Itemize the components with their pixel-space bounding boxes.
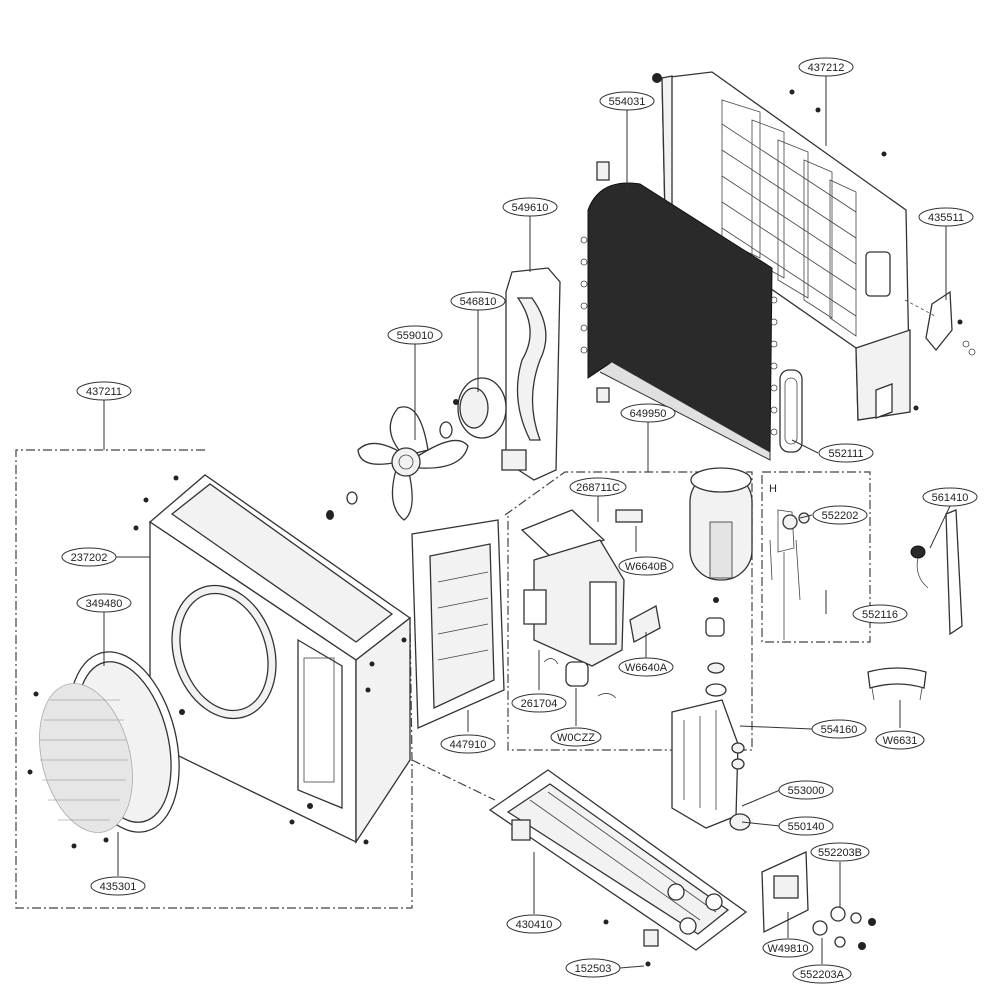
svg-text:152503: 152503 bbox=[575, 963, 612, 975]
valve-group-boundary bbox=[761, 471, 871, 643]
svg-text:559010: 559010 bbox=[397, 330, 434, 342]
callout-552203A: 552203A bbox=[792, 964, 852, 984]
svg-text:430410: 430410 bbox=[516, 919, 553, 931]
callout-W0CZZ: W0CZZ bbox=[550, 727, 602, 747]
callout-649950: 649950 bbox=[620, 403, 676, 423]
motor-bracket bbox=[501, 267, 561, 481]
control-box bbox=[520, 509, 661, 699]
callout-549610: 549610 bbox=[502, 197, 558, 217]
callout-554031: 554031 bbox=[599, 91, 655, 111]
group-boundaries bbox=[15, 449, 871, 909]
callout-559010: 559010 bbox=[387, 325, 443, 345]
svg-text:435301: 435301 bbox=[100, 881, 137, 893]
svg-text:W0CZZ: W0CZZ bbox=[557, 732, 595, 744]
svg-text:561410: 561410 bbox=[932, 492, 969, 504]
base-pan bbox=[488, 769, 748, 951]
callout-561410: 561410 bbox=[922, 487, 978, 507]
svg-text:W6640B: W6640B bbox=[625, 561, 667, 573]
svg-text:237202: 237202 bbox=[71, 552, 108, 564]
control-box-group-boundary bbox=[504, 471, 753, 751]
callout-437212: 437212 bbox=[798, 57, 854, 77]
svg-text:546810: 546810 bbox=[460, 296, 497, 308]
callout-435511: 435511 bbox=[918, 207, 974, 227]
valve-552203A bbox=[812, 920, 866, 950]
callout-554160: 554160 bbox=[811, 719, 867, 739]
svg-text:437211: 437211 bbox=[86, 386, 122, 398]
svg-text:437212: 437212 bbox=[808, 62, 845, 74]
compressor-jacket bbox=[689, 467, 753, 581]
callout-268711C: 268711C bbox=[569, 477, 627, 497]
callout-349480: 349480 bbox=[76, 593, 132, 613]
callout-447910: 447910 bbox=[440, 734, 496, 754]
svg-text:261704: 261704 bbox=[521, 698, 558, 710]
svg-text:553000: 553000 bbox=[788, 785, 825, 797]
valve-552203B bbox=[830, 906, 876, 926]
callout-152503: 152503 bbox=[565, 958, 621, 978]
svg-text:349480: 349480 bbox=[86, 598, 123, 610]
callout-W49810: W49810 bbox=[762, 938, 814, 958]
base-link-dash bbox=[411, 759, 496, 801]
svg-text:649950: 649950 bbox=[630, 408, 667, 420]
callout-552203B: 552203B bbox=[810, 842, 870, 862]
callout-552111: 552111 bbox=[818, 443, 874, 463]
screws bbox=[27, 89, 963, 967]
svg-text:447910: 447910 bbox=[450, 739, 487, 751]
svg-text:552116: 552116 bbox=[862, 609, 898, 621]
callout-435301: 435301 bbox=[90, 876, 146, 896]
callout-W6640A: W6640A bbox=[618, 657, 674, 677]
front-cabinet-group-boundary bbox=[15, 449, 413, 909]
fan-grille-assembly bbox=[39, 651, 180, 833]
svg-text:552202: 552202 bbox=[822, 510, 859, 522]
svg-text:W49810: W49810 bbox=[768, 943, 809, 955]
partition-plate bbox=[411, 519, 505, 729]
svg-text:552203A: 552203A bbox=[800, 969, 845, 981]
callout-W6631: W6631 bbox=[875, 730, 925, 750]
compressor bbox=[671, 597, 751, 831]
svg-text:554160: 554160 bbox=[821, 724, 858, 736]
svg-text:549610: 549610 bbox=[512, 202, 549, 214]
svg-text:268711C: 268711C bbox=[576, 482, 620, 494]
callout-552116: 552116 bbox=[852, 604, 908, 624]
callout-430410: 430410 bbox=[506, 914, 562, 934]
rear-grille-slots bbox=[721, 99, 857, 337]
reversing-valve-assembly: H bbox=[769, 483, 810, 640]
propeller-fan bbox=[326, 406, 469, 521]
callout-437211: 437211 bbox=[76, 381, 132, 401]
front-cabinet bbox=[148, 474, 412, 845]
callout-237202: 237202 bbox=[61, 547, 117, 567]
pipe-sensor-assembly bbox=[910, 509, 963, 636]
service-valves bbox=[761, 851, 876, 950]
svg-text:435511: 435511 bbox=[928, 212, 964, 224]
svg-text:550140: 550140 bbox=[788, 821, 825, 833]
condenser-coil bbox=[580, 161, 778, 461]
callout-552202: 552202 bbox=[812, 505, 868, 525]
side-bracket bbox=[904, 290, 976, 356]
callout-261704: 261704 bbox=[511, 693, 567, 713]
callout-546810: 546810 bbox=[450, 291, 506, 311]
callout-553000: 553000 bbox=[778, 780, 834, 800]
valve-group-letter: H bbox=[769, 483, 777, 495]
svg-text:552203B: 552203B bbox=[818, 847, 862, 859]
svg-text:552111: 552111 bbox=[828, 448, 863, 460]
callout-550140: 550140 bbox=[778, 816, 834, 836]
svg-text:W6631: W6631 bbox=[883, 735, 918, 747]
callout-W6640B: W6640B bbox=[618, 556, 674, 576]
carry-handle bbox=[867, 667, 927, 701]
svg-text:W6640A: W6640A bbox=[625, 662, 668, 674]
callouts: 437212 554031 549610 435511 546810 55901… bbox=[61, 57, 978, 984]
drier-cylinder bbox=[779, 369, 803, 453]
svg-text:554031: 554031 bbox=[609, 96, 646, 108]
leader-lines bbox=[103, 76, 951, 969]
fan-motor bbox=[453, 377, 507, 439]
